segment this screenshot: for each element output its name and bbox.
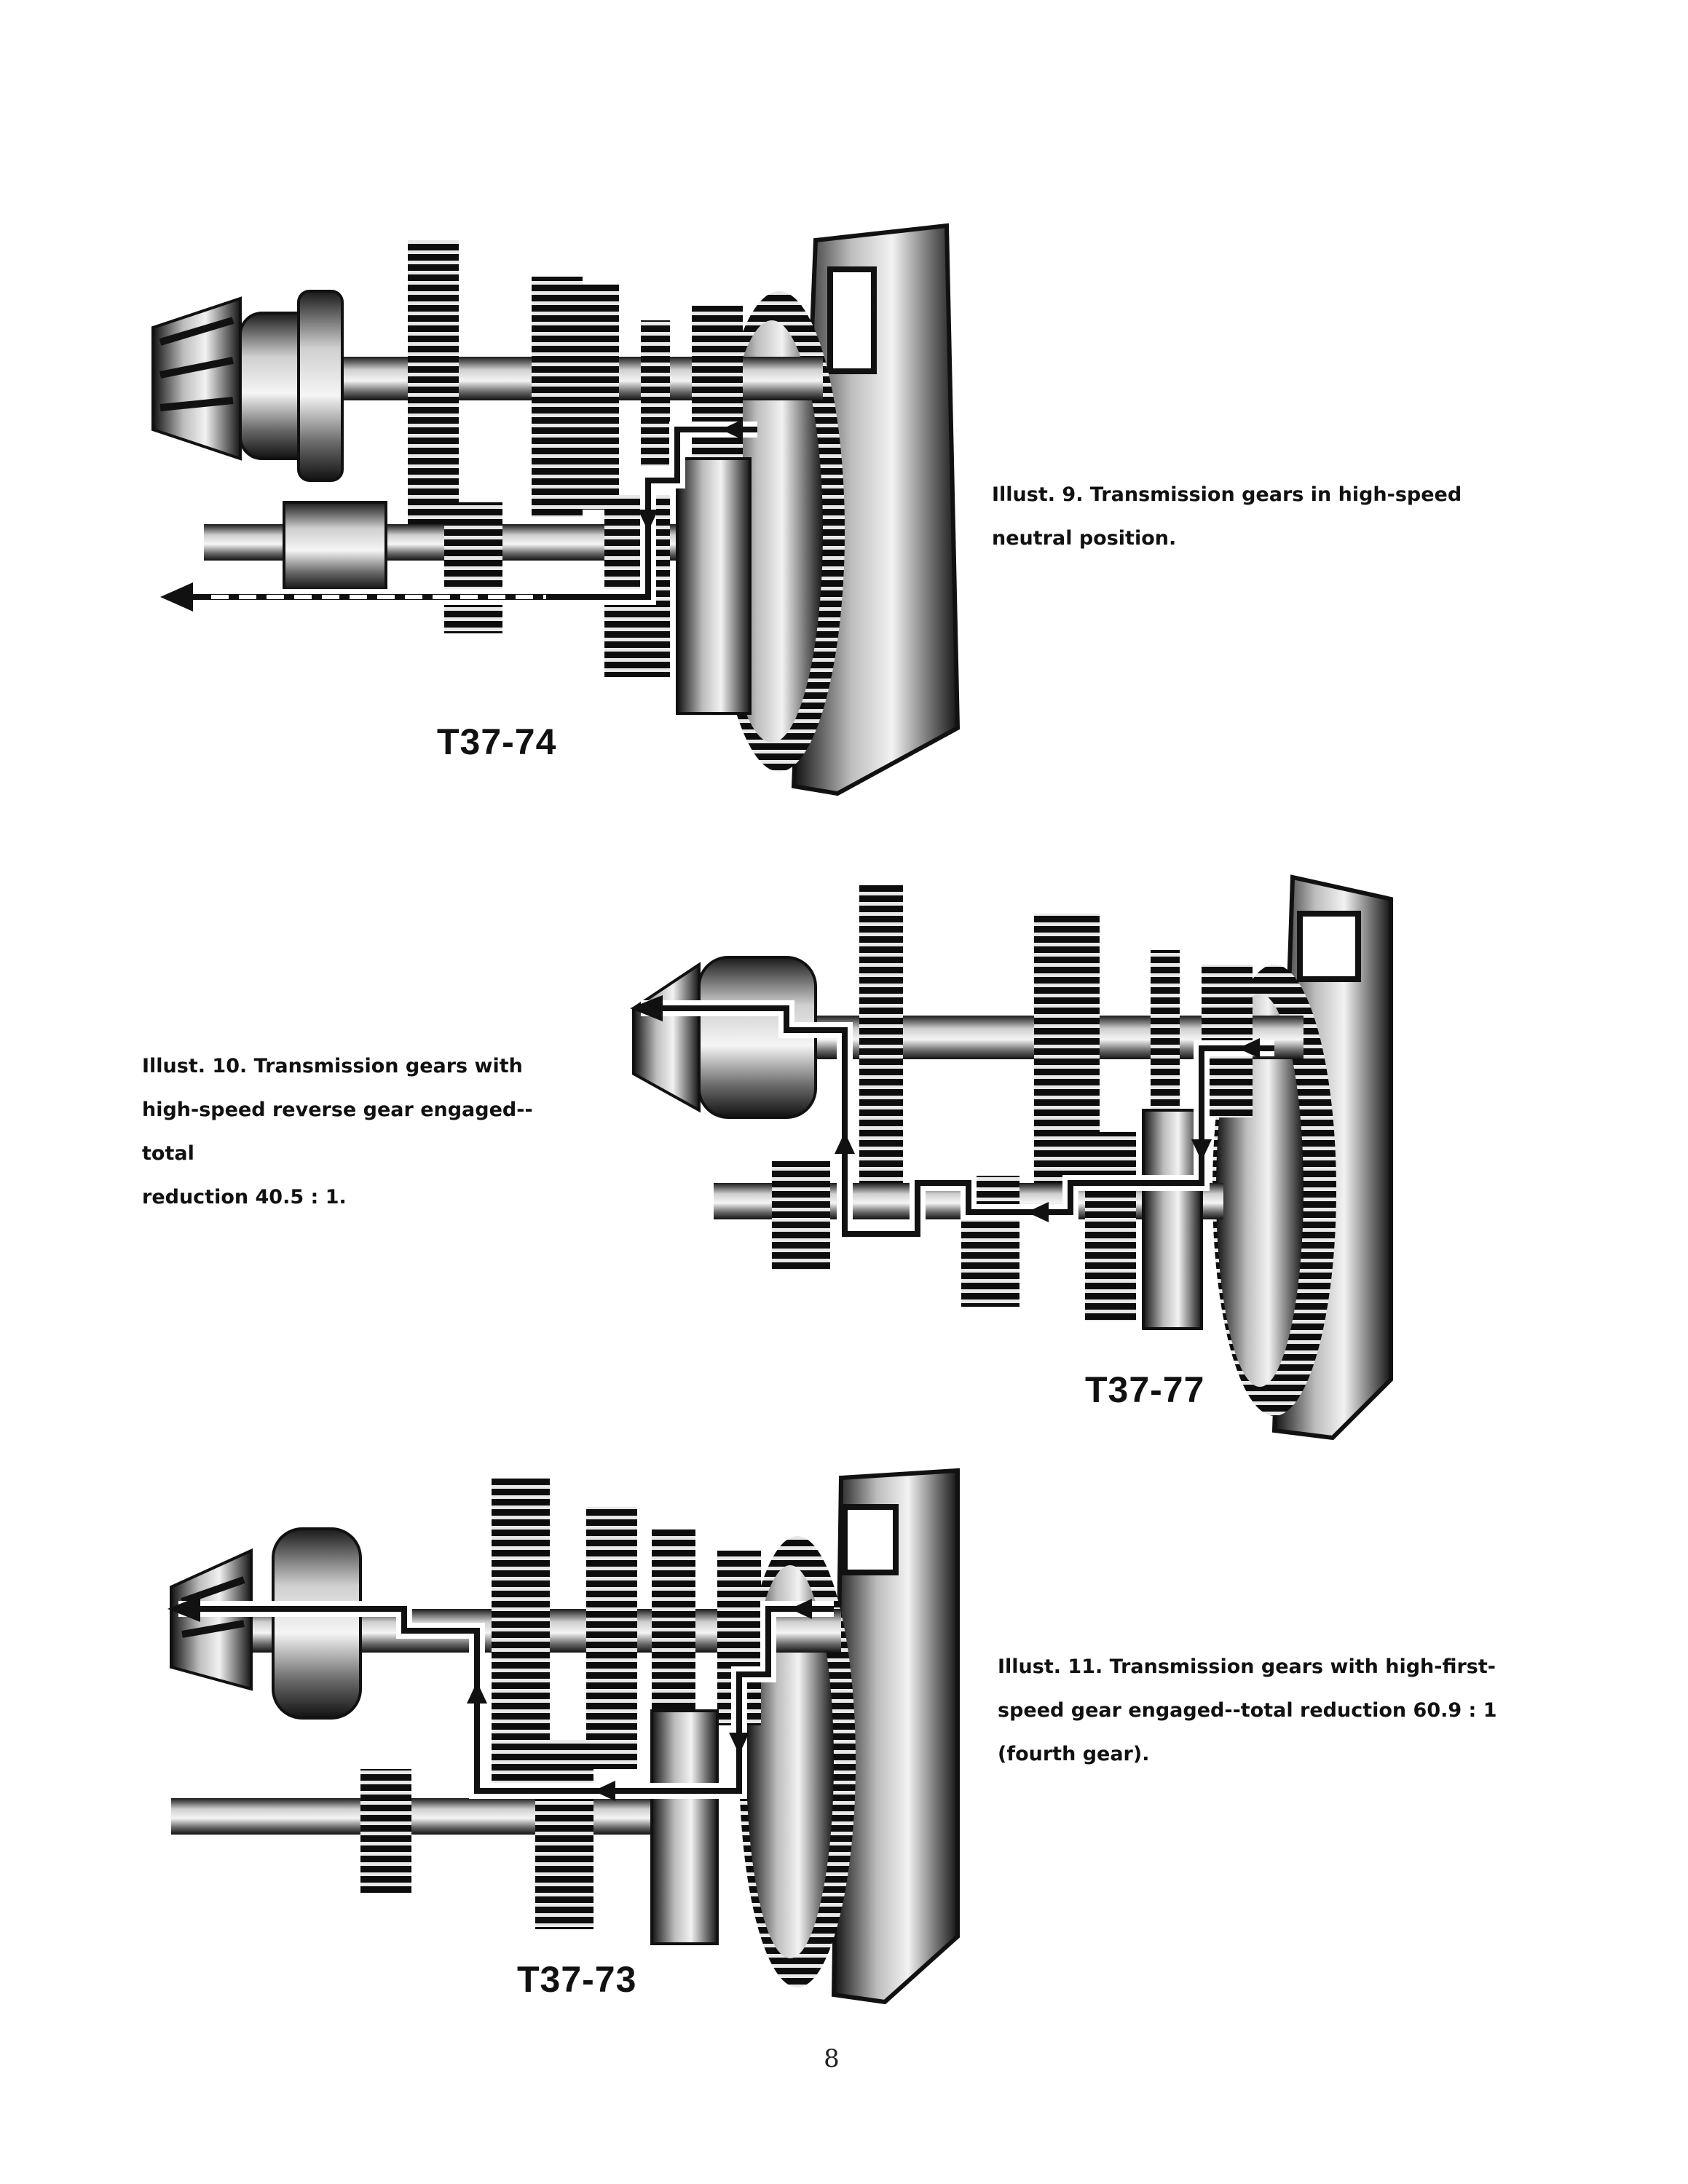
gear-assembly-illustration [151,223,961,796]
gear-assembly-illustration [167,1468,960,2005]
figure-caption: Illust. 10. Transmission gears with high… [142,1045,579,1219]
caption-line: (fourth gear). [998,1743,1150,1765]
figure-t37-74 [138,218,969,801]
caption-line: high-speed reverse gear engaged--total [142,1099,533,1165]
caption-line: speed gear engaged--total reduction 60.9… [998,1699,1497,1722]
figure-id-label: T37-74 [437,721,557,762]
figure-t37-77 [619,870,1420,1445]
caption-line: reduction 40.5 : 1. [142,1186,347,1208]
figure-caption: Illust. 9. Transmission gears in high-sp… [992,473,1516,561]
caption-line: Illust. 9. Transmission gears in high-sp… [992,483,1462,506]
figure-caption: Illust. 11. Transmission gears with high… [998,1645,1551,1776]
page-number: 8 [824,2044,840,2073]
figure-id-label: T37-73 [517,1959,637,2000]
caption-line: neutral position. [992,527,1177,550]
caption-line: Illust. 11. Transmission gears with high… [998,1655,1496,1678]
figure-t37-73 [157,1463,972,2017]
gear-assembly-illustration [630,874,1393,1441]
figure-id-label: T37-77 [1085,1369,1205,1410]
caption-line: Illust. 10. Transmission gears with [142,1055,523,1077]
